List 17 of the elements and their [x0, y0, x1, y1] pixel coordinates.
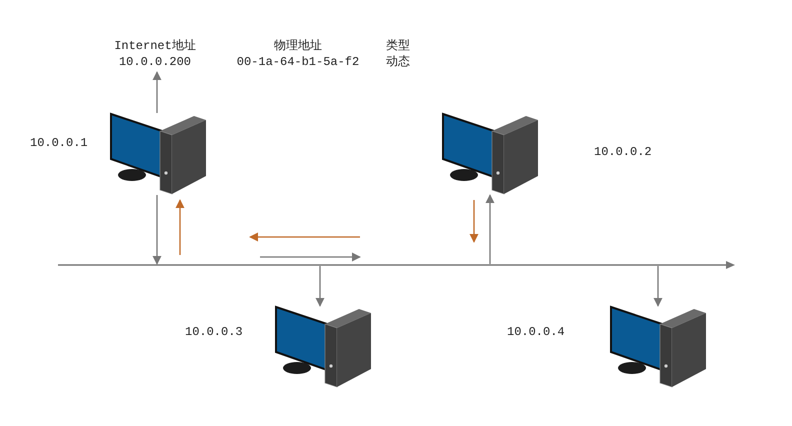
arrow — [469, 200, 479, 243]
arrow — [485, 194, 495, 264]
arrow — [152, 71, 162, 113]
arrow — [653, 266, 663, 307]
table-value: 动态 — [386, 54, 410, 70]
ip-address-label: 10.0.0.4 — [507, 324, 565, 340]
ip-address-label: 10.0.0.3 — [185, 324, 243, 340]
arrow — [315, 266, 325, 307]
arrow — [175, 199, 185, 255]
column-heading: Internet地址 — [113, 38, 197, 54]
ip-address-label: 10.0.0.1 — [30, 135, 88, 151]
table-value: 00-1a-64-b1-5a-f2 — [236, 54, 360, 70]
column-heading: 物理地址 — [273, 38, 323, 54]
ip-address-label: 10.0.0.2 — [594, 144, 652, 160]
arrow — [152, 195, 162, 265]
column-heading: 类型 — [386, 38, 410, 54]
address-value: 10.0.0.200 — [118, 54, 192, 70]
